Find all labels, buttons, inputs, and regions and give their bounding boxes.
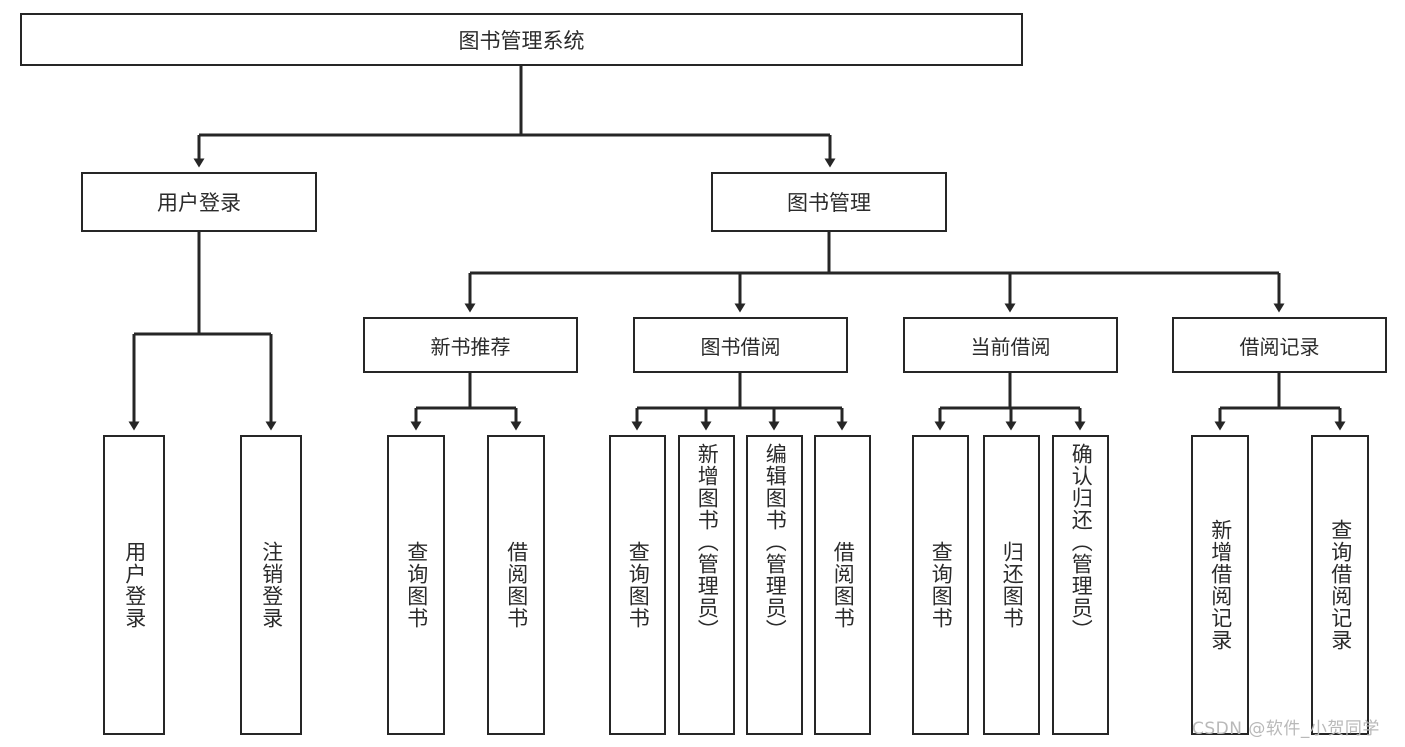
- leaf-query-books-borrowing[interactable]: 查询图书: [609, 435, 666, 735]
- node-book-management[interactable]: 图书管理: [711, 172, 947, 232]
- node-label: 图书借阅: [700, 334, 781, 359]
- node-new-book-recommendation[interactable]: 新书推荐: [363, 317, 578, 373]
- leaf-label: 借阅图书: [831, 541, 856, 629]
- node-root-book-management-system[interactable]: 图书管理系统: [20, 13, 1023, 66]
- node-current-borrowing[interactable]: 当前借阅: [903, 317, 1118, 373]
- leaf-edit-book-admin[interactable]: 编辑图书（管理员）: [746, 435, 803, 735]
- leaf-confirm-return-admin[interactable]: 确认归还（管理员）: [1052, 435, 1109, 735]
- leaf-borrow-books-newbook[interactable]: 借阅图书: [487, 435, 545, 735]
- node-label: 图书管理: [787, 191, 871, 215]
- leaf-label: 用户登录: [122, 541, 147, 629]
- leaf-label: 新增图书（管理员）: [695, 443, 720, 641]
- node-label: 新书推荐: [430, 334, 511, 359]
- node-label: 图书管理系统: [458, 28, 585, 53]
- node-borrowing-records[interactable]: 借阅记录: [1172, 317, 1387, 373]
- leaf-query-borrowing-record[interactable]: 查询借阅记录: [1311, 435, 1369, 735]
- leaf-add-book-admin[interactable]: 新增图书（管理员）: [678, 435, 735, 735]
- leaf-label: 注销登录: [259, 541, 284, 629]
- leaf-add-borrowing-record[interactable]: 新增借阅记录: [1191, 435, 1249, 735]
- node-label: 借阅记录: [1239, 334, 1320, 359]
- leaf-label: 确认归还（管理员）: [1069, 443, 1094, 641]
- leaf-label: 查询图书: [929, 541, 954, 629]
- leaf-label: 新增借阅记录: [1208, 519, 1233, 651]
- node-label: 当前借阅: [970, 334, 1051, 359]
- leaf-label: 查询图书: [626, 541, 651, 629]
- node-label: 用户登录: [157, 191, 241, 215]
- leaf-logout[interactable]: 注销登录: [240, 435, 302, 735]
- leaf-label: 查询借阅记录: [1328, 519, 1353, 651]
- leaf-query-books-current[interactable]: 查询图书: [912, 435, 969, 735]
- leaf-label: 归还图书: [1000, 541, 1025, 629]
- leaf-label: 编辑图书（管理员）: [763, 443, 788, 641]
- csdn-watermark: CSDN @软件_小贺同学: [1192, 719, 1380, 739]
- node-book-borrowing[interactable]: 图书借阅: [633, 317, 848, 373]
- leaf-label: 查询图书: [404, 541, 429, 629]
- leaf-return-books[interactable]: 归还图书: [983, 435, 1040, 735]
- leaf-label: 借阅图书: [504, 541, 529, 629]
- leaf-borrow-books-borrowing[interactable]: 借阅图书: [814, 435, 871, 735]
- leaf-user-login[interactable]: 用户登录: [103, 435, 165, 735]
- leaf-query-books-newbook[interactable]: 查询图书: [387, 435, 445, 735]
- node-user-login[interactable]: 用户登录: [81, 172, 317, 232]
